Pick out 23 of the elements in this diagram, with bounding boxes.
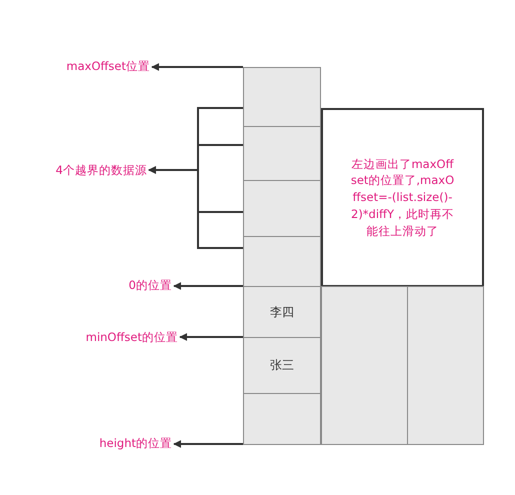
table-cell	[321, 286, 408, 445]
arrow	[151, 63, 243, 71]
arrow	[173, 282, 243, 290]
arrow	[173, 440, 243, 448]
table-cell	[407, 286, 484, 445]
position-label: minOffset的位置	[86, 330, 178, 344]
position-label: maxOffset位置	[66, 58, 150, 74]
note-box	[321, 108, 484, 287]
position-label: height的位置	[99, 436, 172, 450]
position-label: 4个越界的数据源	[56, 162, 147, 178]
arrow	[148, 166, 243, 249]
table-cell	[243, 126, 321, 181]
table-cell	[243, 180, 321, 237]
note-text: 左边画出了maxOffset的位置了,maxOffset=-(list.size()-2)*diffY，此时再不能往上滑动了	[350, 156, 456, 240]
cell-text: 李四	[270, 304, 294, 320]
table-cell	[243, 236, 321, 287]
table-cell	[243, 393, 321, 445]
table-cell	[243, 337, 321, 394]
table-cell	[243, 67, 321, 127]
arrow	[179, 333, 243, 341]
cell-text: 张三	[270, 357, 294, 374]
position-label: 0的位置	[128, 278, 172, 292]
table-cell	[243, 286, 321, 338]
